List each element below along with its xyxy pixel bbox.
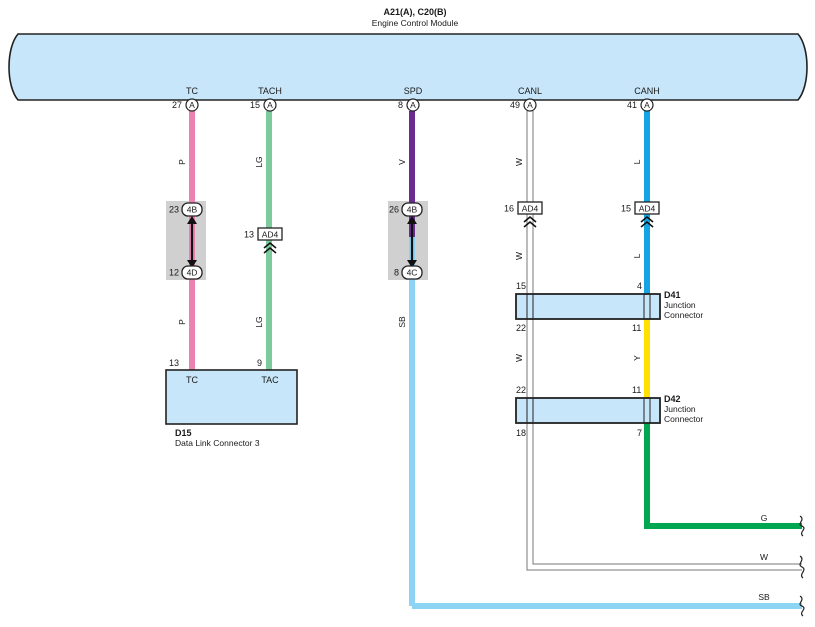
spd-splice-bottom-pin: 8 <box>394 268 399 278</box>
d41-pin-top-right: 4 <box>637 281 642 291</box>
break-symbol-sb <box>799 595 805 617</box>
ecm-pin-spd-number: 8 <box>398 100 403 110</box>
canh-connector-pin: 15 <box>621 204 631 214</box>
dlc-pin-tac-number: 9 <box>257 358 262 368</box>
ecm-body <box>8 33 808 101</box>
ecm-pin-canh-label: CANH <box>634 86 660 96</box>
wire-spd-lower <box>409 278 415 606</box>
wire-tach-code-upper: LG <box>254 156 264 167</box>
ecm-pin-tc-label: TC <box>186 86 198 96</box>
wire-canl-code-3: W <box>514 354 524 362</box>
wire-canl-code-1: W <box>514 158 524 166</box>
d42-name-line2: Connector <box>664 414 703 424</box>
ecm-pin-spd: A 8 <box>398 98 420 112</box>
canh-inline-connector: AD4 15 <box>621 201 660 228</box>
canh-connector-code: AD4 <box>639 204 656 214</box>
tc-splice-top-code: 4B <box>187 205 198 215</box>
d42-pin-top-right: 11 <box>632 385 641 395</box>
d42-pin-bottom-right: 7 <box>637 428 642 438</box>
spd-splice-bottom-code: 4C <box>407 268 418 278</box>
wire-spd-code-lower: SB <box>397 316 407 328</box>
d42-pin-bottom-left: 18 <box>516 428 526 438</box>
svg-text:A: A <box>267 100 273 110</box>
junction-connector-d42: 22 11 18 7 <box>515 385 661 438</box>
svg-text:A: A <box>189 100 195 110</box>
break-symbol-w <box>799 555 805 579</box>
svg-text:A: A <box>644 100 650 110</box>
ecm-pin-spd-label: SPD <box>404 86 423 96</box>
ecm-pin-canl: A 49 <box>510 98 537 112</box>
dlc-pin-tc-label: TC <box>186 375 198 385</box>
ecm-pin-canl-label: CANL <box>518 86 542 96</box>
spd-splice-top-code: 4B <box>407 205 418 215</box>
d41-pin-top-left: 15 <box>516 281 526 291</box>
tc-splice-bottom-code: 4D <box>187 268 198 278</box>
canl-connector-code: AD4 <box>522 204 539 214</box>
wire-tc-code-lower: P <box>177 319 187 325</box>
wire-canh-code-lower-l: L <box>632 253 642 258</box>
d42-code: D42 <box>664 394 681 404</box>
dlc-connector: 13 9 TC TAC <box>165 358 298 425</box>
tc-splice-top-pin: 23 <box>169 205 179 215</box>
dlc-name: Data Link Connector 3 <box>175 438 260 448</box>
d42-name-line1: Junction <box>664 404 696 414</box>
ecm-name: Engine Control Module <box>372 18 459 28</box>
dlc-code: D15 <box>175 428 192 438</box>
d41-pin-bottom-left: 22 <box>516 323 526 333</box>
d42-pin-top-left: 22 <box>516 385 526 395</box>
ecm-pin-canl-number: 49 <box>510 100 520 110</box>
canl-inline-connector: AD4 16 <box>504 201 543 228</box>
ecm-pin-tach-number: 15 <box>250 100 260 110</box>
ecm-pin-tach-label: TACH <box>258 86 282 96</box>
tach-inline-connector: AD4 13 <box>244 227 283 254</box>
wire-tach-code-lower: LG <box>254 316 264 327</box>
wire-spd-code-upper: V <box>397 159 407 165</box>
tach-connector-pin: 13 <box>244 230 254 240</box>
tach-connector-code: AD4 <box>262 230 279 240</box>
d41-name-line1: Junction <box>664 300 696 310</box>
d41-code: D41 <box>664 290 681 300</box>
ecm-pin-tc-number: 27 <box>172 100 182 110</box>
tc-splice-bottom-pin: 12 <box>169 268 179 278</box>
wire-canh-code-mid: Y <box>632 355 642 361</box>
wire-spd-upper <box>409 111 415 206</box>
junction-connector-d41: 15 4 22 11 <box>515 281 661 333</box>
ecm-pin-canh: A 41 <box>627 98 654 112</box>
dlc-pin-tac-label: TAC <box>261 375 279 385</box>
exit-w-label: W <box>760 552 768 562</box>
exit-g-label: G <box>761 513 768 523</box>
ecm-code: A21(A), C20(B) <box>383 7 446 17</box>
wire-canl-code-2: W <box>514 252 524 260</box>
d41-name-line2: Connector <box>664 310 703 320</box>
wire-canl <box>526 111 802 571</box>
dlc-pin-tc-number: 13 <box>169 358 179 368</box>
ecm-pin-tach: A 15 <box>250 98 277 112</box>
wire-canh-mid <box>644 318 650 398</box>
wire-tc-code-upper: P <box>177 159 187 165</box>
canl-connector-pin: 16 <box>504 204 514 214</box>
tc-splice-connector: 4B 23 4D 12 <box>166 201 206 280</box>
spd-splice-connector: 4B 26 4C 8 <box>388 201 428 280</box>
wire-canh-lower <box>644 422 802 529</box>
wire-canh-code-upper: L <box>632 159 642 164</box>
spd-splice-top-pin: 26 <box>389 205 399 215</box>
svg-text:A: A <box>527 100 533 110</box>
d41-pin-bottom-right: 11 <box>632 323 641 333</box>
ecm-pin-canh-number: 41 <box>627 100 637 110</box>
break-symbol-g <box>799 515 805 537</box>
exit-sb-label: SB <box>758 592 770 602</box>
ecm-pin-tc: A 27 <box>172 98 199 112</box>
svg-text:A: A <box>410 100 416 110</box>
